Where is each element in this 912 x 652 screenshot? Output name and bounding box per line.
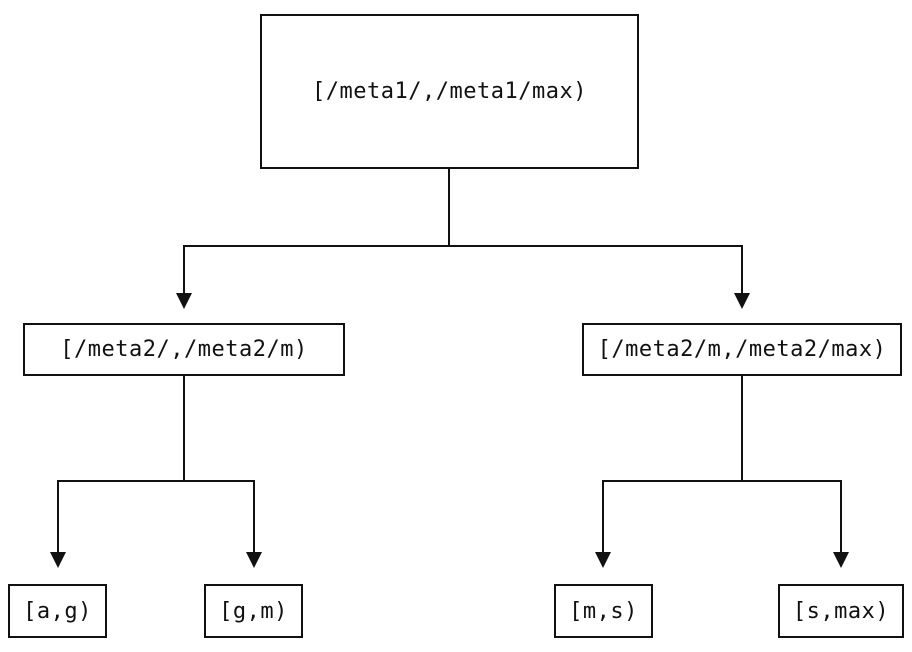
node-meta2-right-range: [/meta2/m,/meta2/max)	[582, 323, 902, 376]
leaf-node-a-g: [a,g)	[8, 584, 107, 638]
arrowhead-icon	[246, 552, 262, 568]
node-label: [/meta2/m,/meta2/max)	[597, 337, 887, 362]
leaf-node-s-max: [s,max)	[778, 584, 904, 638]
arrowhead-icon	[176, 293, 192, 309]
leaf-node-g-m: [g,m)	[204, 584, 303, 638]
node-label: [/meta1/,/meta1/max)	[312, 79, 587, 104]
node-label: [/meta2/,/meta2/m)	[60, 337, 308, 362]
arrowhead-icon	[833, 552, 849, 568]
leaf-node-m-s: [m,s)	[554, 584, 653, 638]
node-label: [s,max)	[792, 598, 890, 624]
node-label: [a,g)	[23, 598, 92, 624]
arrowhead-icon	[50, 552, 66, 568]
node-meta2-left-range: [/meta2/,/meta2/m)	[23, 323, 345, 376]
arrowhead-icon	[595, 552, 611, 568]
arrowhead-icon	[734, 293, 750, 309]
node-label: [g,m)	[219, 598, 288, 624]
node-meta1-range: [/meta1/,/meta1/max)	[260, 14, 639, 169]
node-label: [m,s)	[569, 598, 638, 624]
